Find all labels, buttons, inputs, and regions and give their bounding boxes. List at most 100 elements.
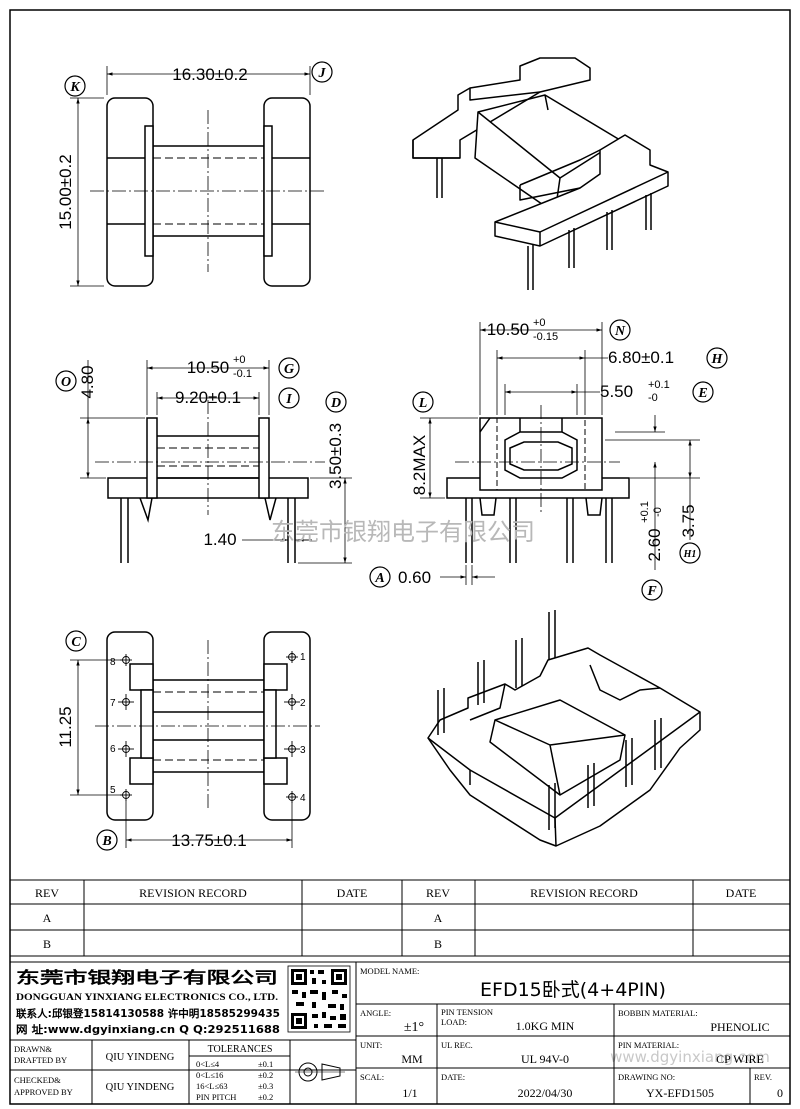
dim-side-max: 8.2MAX [410, 435, 429, 495]
bottom-view [95, 631, 320, 821]
side-view [446, 405, 630, 563]
dim-side-pin-len: 3.75 [679, 504, 698, 537]
pin-number: 5 [110, 785, 116, 796]
checked-value: QIU YINDENG [106, 1082, 175, 1093]
date-value: 2022/04/30 [518, 1086, 573, 1100]
callout-h1: H1 [683, 549, 697, 560]
dim-side-outer: 10.50 [487, 320, 530, 339]
contact-line: 联系人:邱银登15814130588 许中明18585299435 [16, 1007, 280, 1020]
scale-value: 1/1 [402, 1086, 417, 1100]
dim-side-step-tol-dn: -0 [652, 507, 664, 517]
pin-number: 6 [110, 744, 116, 755]
dim-top-height: 15.00±0.2 [56, 154, 75, 230]
front-view [95, 400, 325, 563]
pin-material-label: PIN MATERIAL: [618, 1040, 679, 1050]
callout-k: K [69, 80, 81, 95]
tolerances-label: TOLERANCES [208, 1044, 273, 1055]
sheet-border [9, 9, 791, 1105]
load-label: LOAD: [441, 1017, 467, 1027]
company-name-en: DONGGUAN YINXIANG ELECTRONICS CO., LTD. [16, 993, 278, 1003]
tolerance-range: PIN PITCH [196, 1092, 236, 1102]
dim-side-inner-tol-dn: -0 [648, 392, 658, 404]
dim-front-outer-tol-up: +0 [233, 354, 246, 366]
isometric-view-bottom [427, 610, 701, 847]
load-value: 1.0KG MIN [516, 1019, 575, 1033]
dim-side-outer-tol-dn: -0.15 [533, 331, 558, 343]
pin-number: 2 [300, 698, 306, 709]
bobbin-material-label: BOBBIN MATERIAL: [618, 1008, 698, 1018]
front-view-dimensions [80, 360, 352, 564]
dim-top-width: 16.30±0.2 [172, 65, 248, 84]
dim-front-outer-tol-dn: -0.1 [233, 368, 252, 380]
ul-rec-label: UL REC. [441, 1040, 473, 1050]
drawn-label: DRAWN& [14, 1044, 52, 1054]
isometric-view-top [412, 57, 669, 290]
model-name-value: EFD15卧式(4+4PIN) [480, 979, 666, 1001]
bottom-view-dimensions [70, 659, 293, 848]
dim-side-mid: 6.80±0.1 [608, 348, 674, 367]
dim-side-step-tol-up: +0.1 [639, 501, 651, 523]
rev-cell: B [43, 937, 51, 951]
callout-n: N [614, 324, 626, 339]
callout-b: B [101, 834, 111, 849]
callout-g: G [284, 362, 294, 377]
side-view-dimensions [420, 322, 700, 585]
tolerance-value: ±0.3 [258, 1081, 273, 1091]
pin-material-value: CP WIRE [716, 1052, 764, 1066]
watermark-url: www.dgyinxiang.com [610, 1048, 770, 1066]
dim-front-height: 4.80 [78, 365, 97, 398]
tolerance-range: 0<L≤16 [196, 1070, 223, 1080]
callout-a: A [374, 571, 384, 586]
dim-bottom-width: 13.75±0.1 [171, 831, 247, 850]
rev-value: 0 [777, 1086, 783, 1100]
ul-rec-value: UL 94V-0 [521, 1052, 569, 1066]
callout-j: J [318, 66, 327, 81]
drafted-label: DRAFTED BY [14, 1055, 67, 1065]
bottom-view-pins [118, 651, 300, 803]
scale-label: SCAL: [360, 1072, 384, 1082]
revision-table [9, 879, 791, 957]
angle-value: ±1° [404, 1020, 424, 1035]
dim-front-inner: 9.20±0.1 [175, 388, 241, 407]
dim-front-pin-height: 3.50±0.3 [326, 423, 345, 489]
tolerance-range: 16<L≤63 [196, 1081, 228, 1091]
model-name-label: MODEL NAME: [360, 966, 419, 976]
date-header: DATE [726, 886, 757, 900]
callout-d: D [330, 396, 341, 411]
dim-front-outer: 10.50 [187, 358, 230, 377]
web-line: 网 址:www.dgyinxiang.cn Q Q:292511688 [16, 1023, 280, 1036]
rev-label: REV. [754, 1072, 772, 1082]
rev-cell: A [434, 911, 443, 925]
drawing-no-label: DRAWING NO: [618, 1072, 675, 1082]
checked-label: CHECKED& [14, 1075, 61, 1085]
date-header: DATE [337, 886, 368, 900]
tolerance-value: ±0.2 [258, 1070, 273, 1080]
dim-bottom-pitch: 11.25 [56, 706, 75, 747]
dim-side-pin-dia: 0.60 [398, 568, 431, 587]
projection-symbol-icon [295, 1062, 345, 1082]
pin-number: 3 [300, 745, 306, 756]
callout-l: L [418, 396, 428, 411]
title-block-grid [9, 961, 791, 1105]
dim-side-inner: 5.50 [600, 382, 633, 401]
pin-number: 4 [300, 793, 306, 804]
unit-label: UNIT: [360, 1040, 382, 1050]
revision-record-header: REVISION RECORD [530, 886, 638, 900]
qr-code [287, 965, 351, 1033]
drawing-no-value: YX-EFD1505 [646, 1086, 714, 1100]
pin-number: 8 [110, 657, 116, 668]
dim-side-outer-tol-up: +0 [533, 317, 546, 329]
drawn-value: QIU YINDENG [106, 1052, 175, 1063]
callout-h: H [711, 352, 724, 367]
date-label: DATE: [441, 1072, 465, 1082]
rev-header: REV [35, 886, 59, 900]
rev-cell: B [434, 937, 442, 951]
callout-o: O [61, 375, 71, 390]
rev-cell: A [43, 911, 52, 925]
dim-front-pin-offset: 1.40 [203, 530, 236, 549]
watermark-company: 东莞市银翔电子有限公司 [271, 518, 535, 546]
pin-number: 1 [300, 652, 306, 663]
pin-tension-label: PIN TENSION [441, 1007, 493, 1017]
angle-label: ANGLE: [360, 1008, 391, 1018]
